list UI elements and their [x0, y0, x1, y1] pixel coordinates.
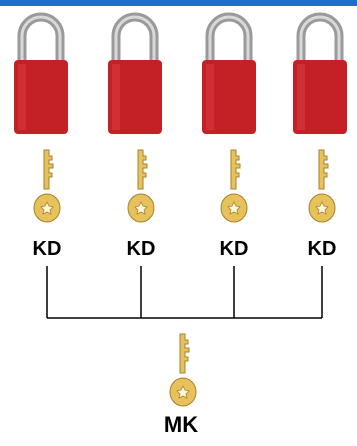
key-label-kd-3: KD	[219, 238, 249, 260]
padlock-icon	[202, 12, 256, 134]
master-key-label: MK	[163, 412, 199, 437]
padlock-icon	[14, 12, 68, 134]
key-icon	[127, 149, 155, 223]
padlock-icon	[108, 12, 162, 134]
key-icon	[33, 149, 61, 223]
key-icon	[308, 149, 336, 223]
key-icon	[220, 149, 248, 223]
key-label-kd-4: KD	[307, 238, 337, 260]
padlock-icon	[293, 12, 347, 134]
key-label-kd-1: KD	[32, 238, 62, 260]
key-icon	[169, 333, 197, 407]
top-accent-bar	[0, 0, 357, 6]
key-label-kd-2: KD	[126, 238, 156, 260]
